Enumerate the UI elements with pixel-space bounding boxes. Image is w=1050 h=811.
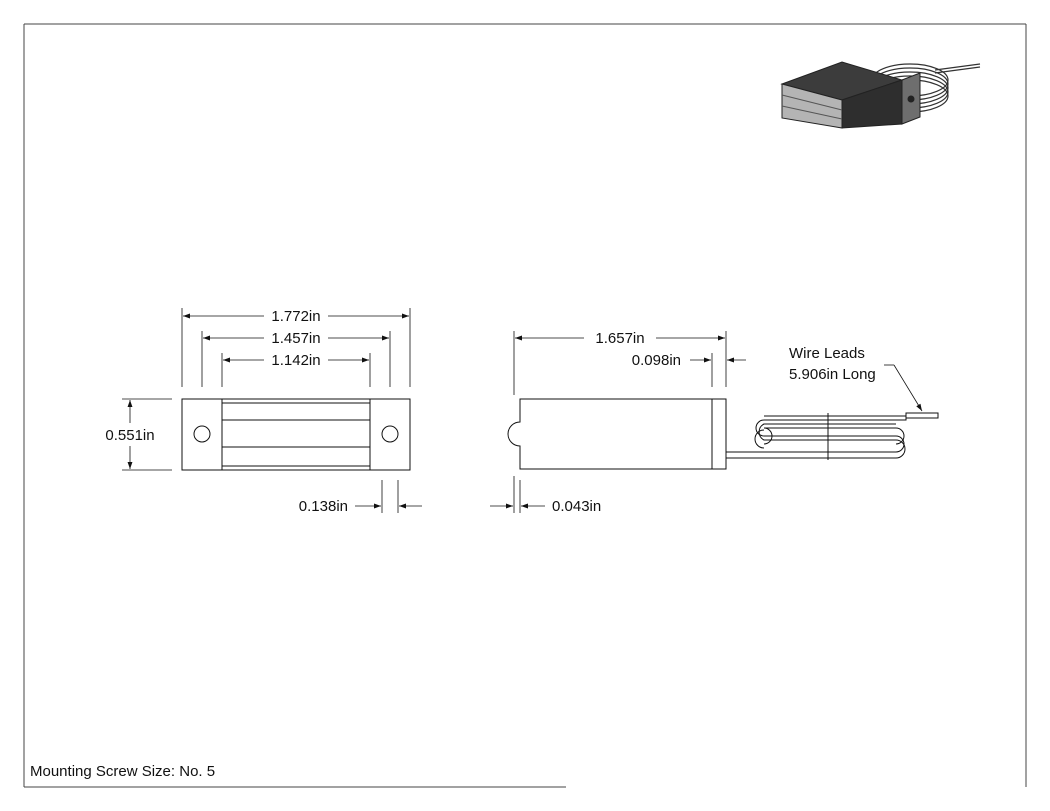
- iso-body-front: [781, 83, 843, 129]
- dim-hole-offset: 0.138in: [299, 498, 348, 515]
- front-view-outline: [181, 398, 411, 471]
- side-view-dimensions: [490, 331, 923, 513]
- front-view-dimensions: [122, 308, 422, 513]
- front-view-body: [221, 398, 371, 471]
- dim-end-offset: 0.043in: [552, 498, 601, 515]
- left-mounting-hole: [193, 425, 211, 443]
- dim-hole-spacing: 1.457in: [271, 330, 320, 347]
- drawing-frame: [23, 23, 1027, 788]
- side-view: [507, 398, 939, 470]
- front-view: [181, 398, 411, 471]
- side-view-body: [507, 398, 727, 470]
- dim-height: 0.551in: [105, 427, 154, 444]
- wire-leads-note-line2: 5.906in Long: [789, 366, 876, 383]
- dim-overall-length: 1.772in: [271, 308, 320, 325]
- right-mounting-hole: [381, 425, 399, 443]
- iso-mounting-hole: [907, 95, 915, 103]
- wire-leads: [726, 412, 939, 460]
- dim-side-length: 1.657in: [595, 330, 644, 347]
- isometric-view: [780, 61, 981, 129]
- wire-leads-note-line1: Wire Leads: [789, 345, 865, 362]
- dim-body-length: 1.142in: [271, 352, 320, 369]
- dim-flange-thickness: 0.098in: [632, 352, 681, 369]
- mounting-screw-note: Mounting Screw Size: No. 5: [30, 763, 215, 780]
